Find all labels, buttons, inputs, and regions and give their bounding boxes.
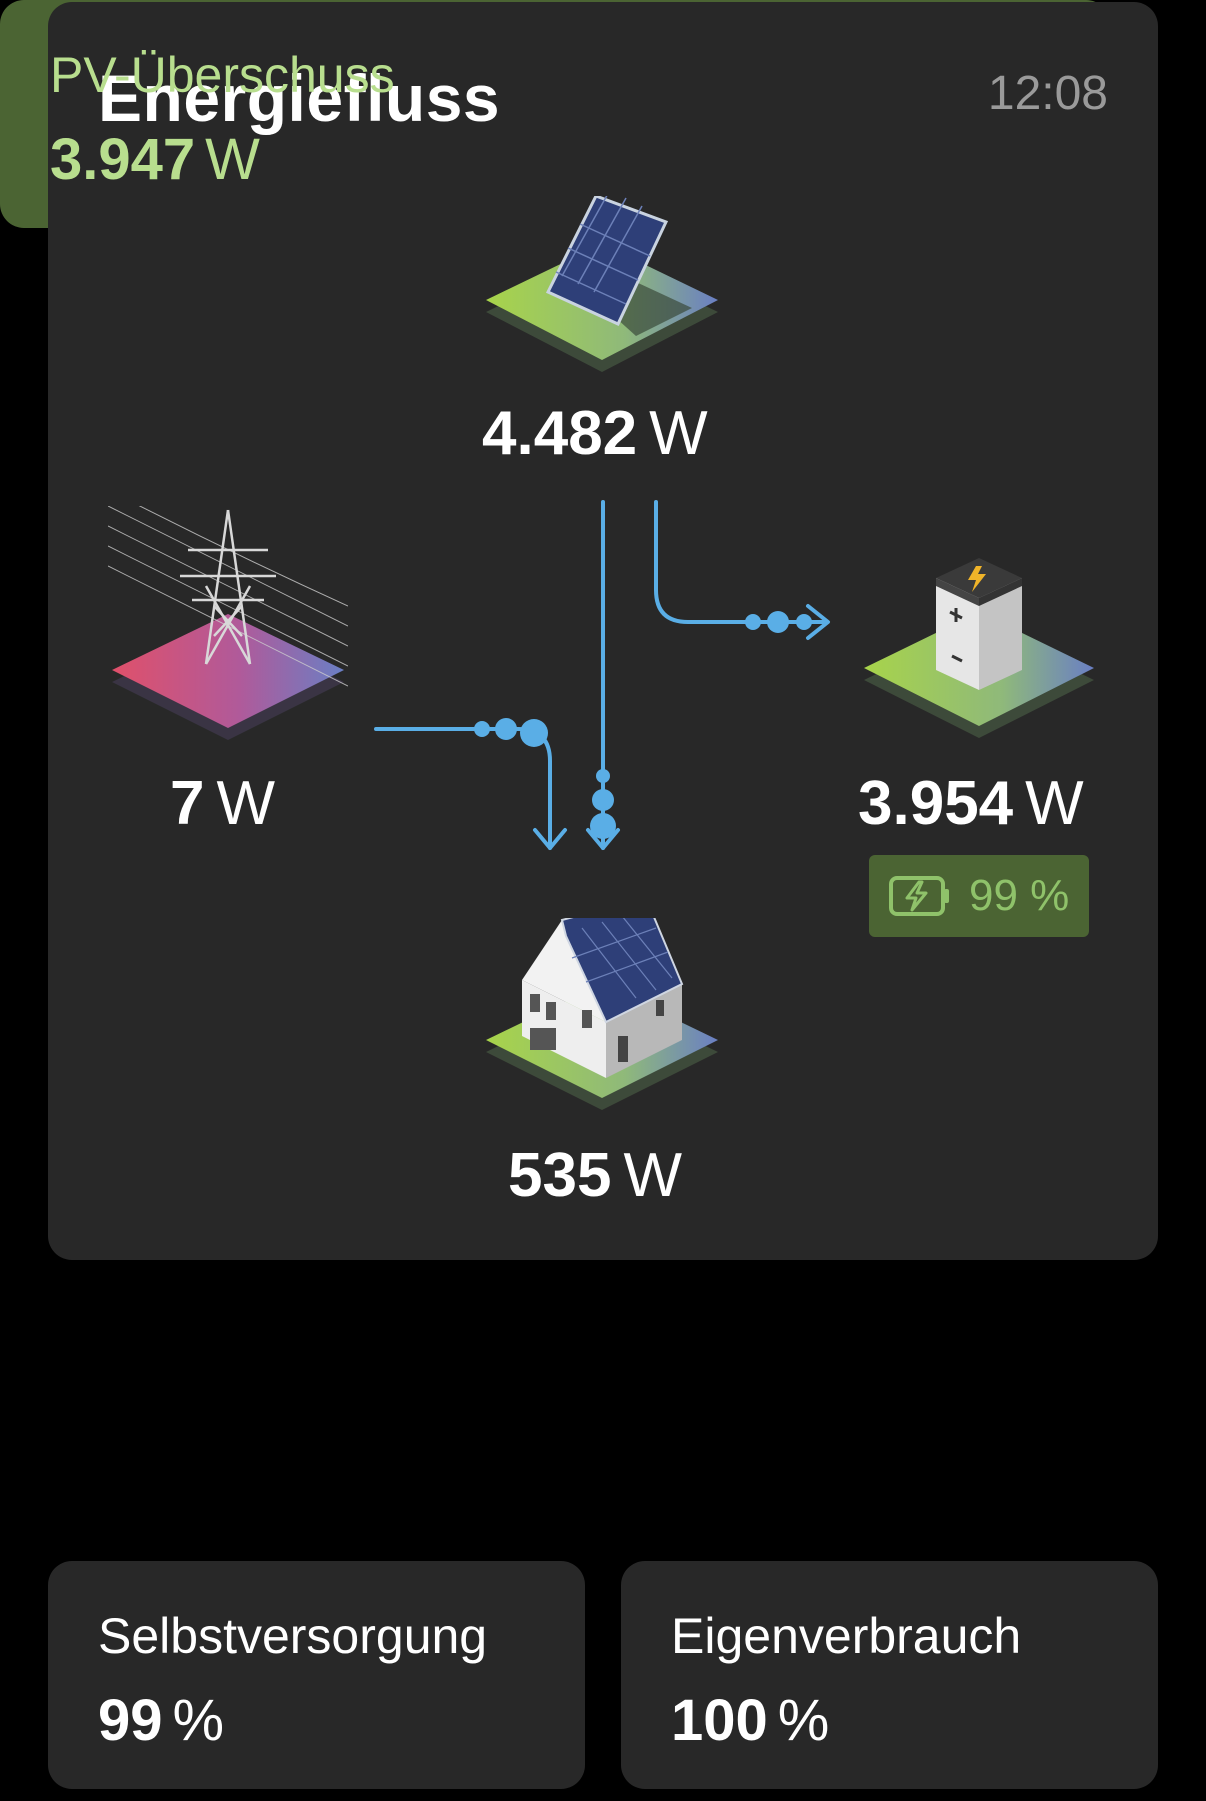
self-supply-value: 99%	[98, 1688, 225, 1753]
self-supply-card[interactable]: Selbstversorgung 99%	[48, 1561, 585, 1789]
house-node[interactable]	[486, 918, 718, 1110]
flow-grid-house	[374, 727, 552, 850]
page-title: Energiefluss	[98, 61, 501, 135]
battery-charge-label: 99 %	[969, 871, 1070, 920]
battery-charge-badge: 99 %	[869, 855, 1089, 937]
pv-surplus-label: PV-Überschuss	[50, 47, 395, 103]
flow-solar-battery	[654, 500, 828, 624]
timestamp: 12:08	[987, 67, 1108, 120]
own-consumption-value: 100%	[671, 1688, 830, 1753]
self-supply-label: Selbstversorgung	[98, 1608, 488, 1664]
solar-node[interactable]	[486, 196, 718, 372]
power-pylon-icon	[108, 506, 348, 740]
battery-charging-icon	[889, 876, 949, 916]
battery-node[interactable]	[864, 554, 1094, 738]
battery-icon	[864, 558, 1094, 738]
solar-panel-icon	[486, 196, 718, 372]
own-consumption-card[interactable]: Eigenverbrauch 100%	[621, 1561, 1158, 1789]
own-consumption-label: Eigenverbrauch	[671, 1608, 1022, 1664]
grid-node[interactable]	[108, 506, 348, 742]
house-icon	[486, 918, 718, 1110]
